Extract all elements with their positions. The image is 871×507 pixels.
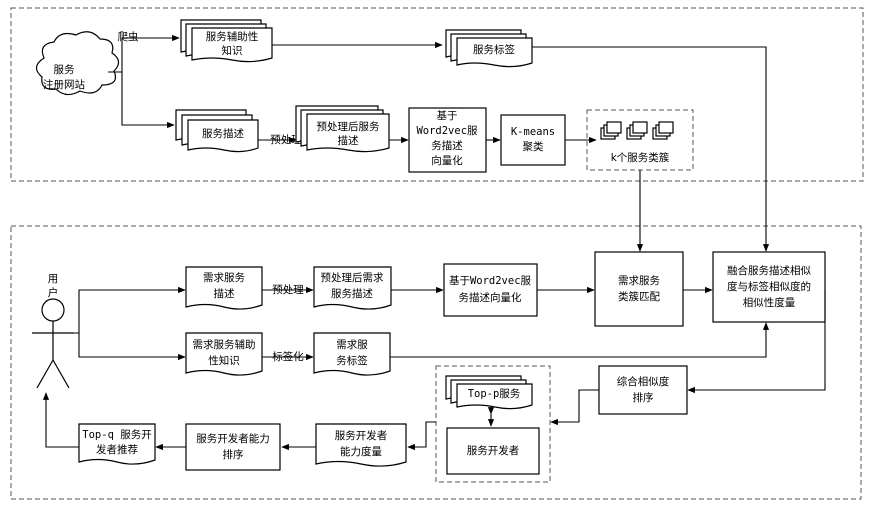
dev-capability-label-2: 能力度量: [340, 445, 382, 458]
preprocessed-req-label-2: 服务描述: [331, 287, 373, 300]
cluster-match-label-2: 类簇匹配: [618, 290, 660, 303]
service-desc-label: 服务描述: [202, 127, 244, 140]
topq-label-2: 发者推荐: [96, 443, 138, 456]
topp-label: Top-p服务: [468, 387, 521, 400]
preprocessed-req-label-1: 预处理后需求: [321, 272, 384, 284]
service-tags-label: 服务标签: [473, 43, 515, 56]
crawler-label: 爬虫: [118, 31, 139, 43]
cluster-match-box: [595, 252, 683, 326]
edge-topq-to-user: [46, 393, 79, 447]
dev-rank-box: [186, 424, 280, 470]
edge-tags-to-fusion: [532, 47, 766, 251]
combined-sim-label-1: 综合相似度: [617, 375, 670, 388]
kmeans-label-2: 聚类: [523, 140, 544, 153]
clusters-label: k个服务类簇: [611, 151, 670, 164]
combined-sim-box: [599, 366, 687, 414]
kmeans-label-1: K-means: [511, 126, 555, 138]
preprocessed-desc-label-1: 预处理后服务: [317, 120, 380, 133]
req-desc-label-1: 需求服务: [203, 271, 245, 284]
cluster-match-label-1: 需求服务: [618, 274, 660, 287]
bottom-preprocess-label: 预处理: [272, 284, 304, 296]
dev-rank-label-2: 排序: [223, 448, 244, 461]
cluster-icons: [601, 122, 673, 139]
user-label-1: 用: [48, 273, 59, 285]
edge-group-to-capability: [408, 422, 436, 447]
user-figure: [32, 299, 74, 388]
req-tags-label-2: 务标签: [336, 354, 368, 367]
edge-combined-to-group: [551, 390, 599, 422]
fusion-label-3: 相似性度量: [743, 296, 796, 309]
top-word2vec-label-1: 基于: [437, 109, 458, 122]
fusion-label-2: 度与标签相似度的: [727, 280, 811, 293]
edge-website-desc: [122, 72, 174, 125]
preprocessed-desc-label-2: 描述: [338, 134, 359, 147]
top-word2vec-label-4: 向量化: [431, 154, 463, 167]
bottom-word2vec-label-1: 基于Word2vec服: [449, 274, 532, 287]
tagging-label: 标签化: [272, 350, 304, 363]
bottom-word2vec-box: [444, 264, 537, 316]
topq-label-1: Top-q 服务开: [82, 428, 151, 441]
req-aux-label-2: 性知识: [208, 354, 240, 367]
user-label-2: 户: [48, 286, 59, 299]
kmeans-box: [501, 115, 565, 165]
aux-knowledge-label-1: 服务辅助性: [206, 30, 259, 43]
combined-sim-label-2: 排序: [633, 391, 654, 404]
website-label-2: 注册网站: [43, 78, 85, 91]
top-word2vec-label-3: 务描述: [431, 139, 463, 152]
edge-user-to-aux: [79, 333, 185, 357]
edge-website-trunk: [108, 38, 179, 72]
developer-label: 服务开发者: [467, 444, 520, 457]
dev-capability-label-1: 服务开发者: [335, 429, 388, 442]
req-aux-label-1: 需求服务辅助: [193, 338, 256, 351]
website-label-1: 服务: [54, 63, 75, 76]
fusion-label-1: 融合服务描述相似: [727, 264, 811, 277]
req-tags-label-1: 需求服: [336, 339, 368, 351]
aux-knowledge-label-2: 知识: [222, 44, 243, 57]
edge-reqtags-to-fusion: [390, 323, 766, 357]
edge-user-to-req: [74, 290, 185, 333]
dev-rank-label-1: 服务开发者能力: [196, 432, 270, 445]
req-desc-label-2: 描述: [214, 287, 235, 300]
bottom-word2vec-label-2: 务描述向量化: [459, 291, 522, 304]
top-word2vec-label-2: Word2vec服: [416, 125, 478, 137]
